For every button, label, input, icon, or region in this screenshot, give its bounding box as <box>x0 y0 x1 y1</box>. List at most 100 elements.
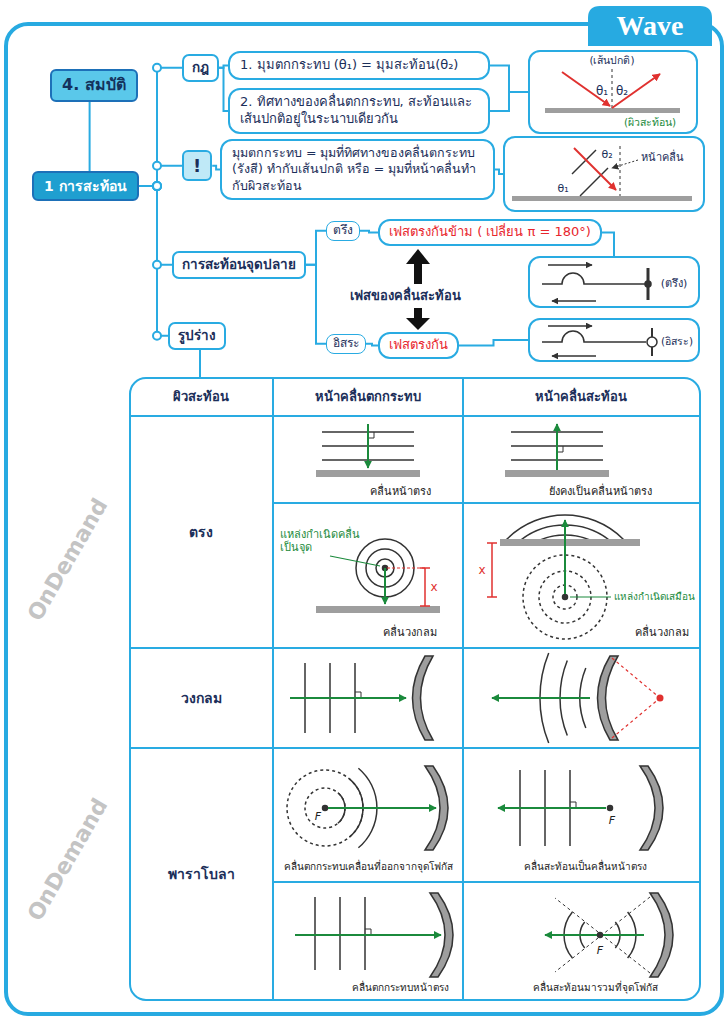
circular-wave-incident <box>420 605 430 607</box>
convex-mirror-incident <box>413 656 434 740</box>
fixed-end-figure <box>645 281 651 287</box>
parabolic-focus-reflected <box>545 934 644 936</box>
circular-wave-incident <box>424 568 426 606</box>
free-end-figure <box>647 337 657 347</box>
note-box: มุมตกกระทบ = มุมที่ทิศทางของคลื่นตกระทบ … <box>220 139 495 200</box>
topic-box: 4. สมบัติ <box>50 69 138 102</box>
row-label: วงกลม <box>181 690 222 707</box>
title-tab <box>588 6 712 46</box>
watermark: OnDemand <box>22 794 113 926</box>
node-text: รูปร่าง <box>178 327 216 345</box>
branch-box: กฎ <box>182 54 219 82</box>
figure-caption: คลื่นวงกลม <box>383 626 437 639</box>
parabolic-focus-incident <box>425 766 448 850</box>
connector-line <box>490 92 528 111</box>
figure-label: θ₂ <box>601 149 612 161</box>
row-label: ตรง <box>189 524 213 541</box>
circular-wave-reflected <box>563 595 568 600</box>
focus-label: F <box>597 944 603 957</box>
table-grid <box>273 881 700 883</box>
figure-label: (ตรึง) <box>661 278 688 290</box>
junction-dot <box>153 182 161 190</box>
figure-caption: คลื่นวงกลม <box>635 626 689 639</box>
figure-caption: ยังคงเป็นคลื่นหน้าตรง <box>549 485 652 498</box>
figure-caption: คลื่นหน้าตรง <box>370 485 431 498</box>
convex-mirror-reflected <box>492 653 664 743</box>
table-grid <box>130 747 700 749</box>
parabolic-focus-reflected <box>650 893 673 977</box>
outer-frame <box>6 24 722 1014</box>
parabolic-plane-incident <box>364 897 366 970</box>
plane-wave-incident <box>316 470 420 477</box>
connector-line <box>139 68 182 186</box>
node-text: อิสระ <box>333 336 359 352</box>
plane-wave-incident <box>316 424 420 477</box>
connector-line <box>495 169 503 174</box>
figure-label: หน้าคลื่น <box>641 152 684 164</box>
node-text: 4. สมบัติ <box>62 75 126 96</box>
connector-line <box>219 68 228 111</box>
circular-wave-reflected <box>487 542 497 544</box>
fixed-end-figure <box>548 264 592 266</box>
figure-caption: คลื่นตกกระทบเคลื่อนที่ออกจากจุดโฟกัส <box>276 861 460 873</box>
reflected-arcs <box>483 515 647 539</box>
node-text: ตรึง <box>333 223 353 239</box>
wavefront-angle-figure <box>580 168 608 196</box>
node-text: เฟสตรงกัน <box>389 337 448 354</box>
circular-wave-reflected <box>564 520 566 594</box>
circular-wave-incident <box>316 539 440 613</box>
parabolic-plane-incident <box>430 893 453 977</box>
circular-wave-reflected <box>487 596 497 598</box>
focus-label: F <box>609 814 615 827</box>
convex-mirror-reflected <box>598 656 619 740</box>
convex-mirror-reflected <box>612 698 660 738</box>
subtopic-box: 1 การสะท้อน <box>32 171 139 201</box>
table-grid <box>130 336 700 1000</box>
rule-box: 1. มุมตกกระทบ (θ₁) = มุมสะท้อน(θ₂) <box>228 51 490 80</box>
circular-wave-incident <box>316 606 440 613</box>
convex-mirror-incident <box>290 656 433 740</box>
watermark: OnDemand <box>22 494 113 626</box>
circular-wave-incident <box>330 556 380 566</box>
junction-dot <box>153 162 161 170</box>
reflection-law-figure <box>545 108 680 113</box>
phase-arrows <box>406 318 430 330</box>
node-text: ! <box>193 154 201 177</box>
connector-line <box>366 344 378 346</box>
figure-label: θ₁ <box>557 183 568 195</box>
figure-panel: (ตรึง) <box>528 256 700 308</box>
convex-mirror-reflected <box>492 697 590 699</box>
source-note: แหล่งกำเนิดคลื่น เป็นจุด <box>280 528 370 554</box>
free-end-figure <box>552 355 596 357</box>
figure-label: θ₂ <box>616 85 628 98</box>
parabolic-plane-incident <box>295 934 441 936</box>
row-label: พาราโบลา <box>168 866 235 883</box>
table-grid <box>130 378 700 1000</box>
dimension-label: x <box>478 563 485 577</box>
free-end-figure <box>542 331 646 342</box>
parabolic-focus-incident <box>328 807 436 809</box>
figure-label: θ₁ <box>596 85 608 98</box>
reflection-law-figure <box>545 69 680 113</box>
connector-line <box>139 186 172 265</box>
wavefront-angle-figure <box>612 160 638 168</box>
branch-box: รูปร่าง <box>168 322 226 350</box>
junction-dot <box>153 182 161 190</box>
junction-dot <box>153 261 161 269</box>
figure-label: (ผิวสะท้อน) <box>624 117 676 129</box>
wavefront-angle-figure <box>620 146 621 196</box>
connector-line <box>459 340 528 345</box>
junction-dot <box>153 64 161 72</box>
convex-mirror-incident <box>290 697 406 699</box>
reflection-law-figure <box>562 72 610 106</box>
parabolic-focus-reflected <box>598 933 603 938</box>
table-grid <box>130 415 700 417</box>
reflected-arcs <box>483 515 647 539</box>
phase-box: เฟสตรงกันข้าม ( เปลี่ยน π = 180°) <box>378 219 602 246</box>
connector-line <box>602 232 614 256</box>
wavefront-angle-figure <box>512 146 692 201</box>
parabolic-plane-incident <box>314 897 316 970</box>
title-text: Wave <box>617 9 684 43</box>
table-header: หน้าคลื่นสะท้อน <box>535 389 627 405</box>
